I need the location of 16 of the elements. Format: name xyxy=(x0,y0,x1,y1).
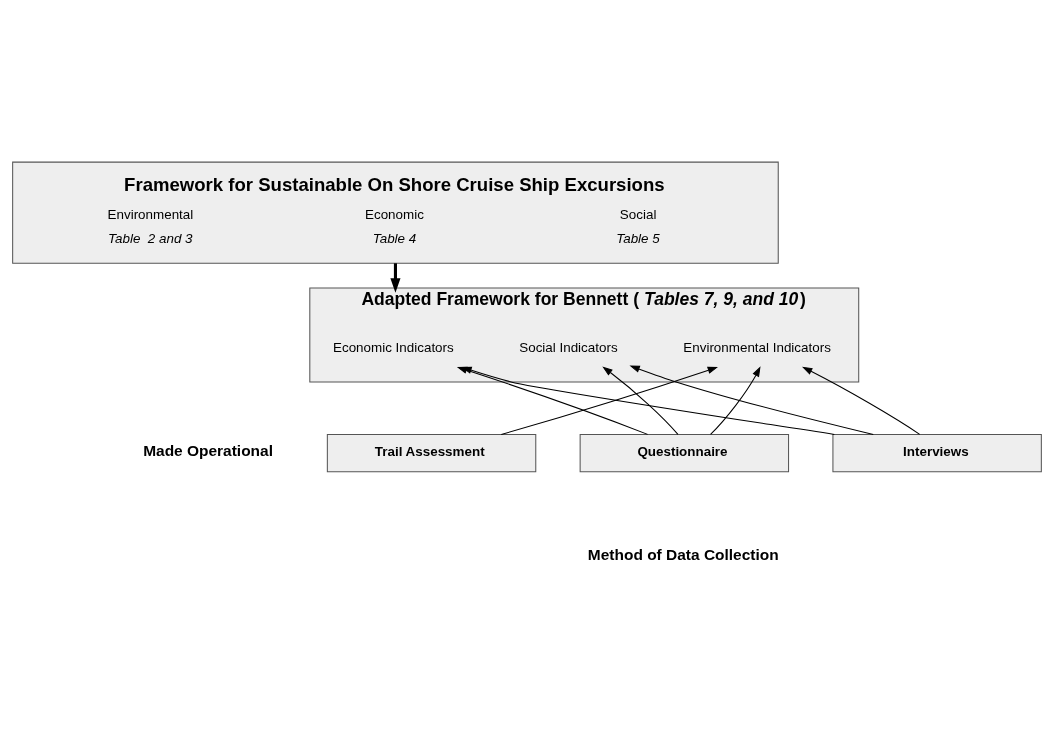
node-box: Questionnaire xyxy=(579,434,790,473)
arrow xyxy=(629,365,874,435)
node-text: Environmental Indicators xyxy=(683,340,831,356)
arrow xyxy=(710,366,761,435)
node-box: Trail Assessment xyxy=(326,434,537,473)
label: Method of Data Collection xyxy=(587,545,779,563)
label: Made Operational xyxy=(143,441,273,459)
arrow xyxy=(461,366,835,435)
arrow xyxy=(602,366,679,435)
node-box: Framework for Sustainable On Shore Cruise Ship Excursions Environmental Economic Social Table 2 and 3 Table 4 Table 5 xyxy=(12,161,779,264)
arrow xyxy=(500,366,718,435)
arrow xyxy=(802,366,921,435)
node-text: Social Indicators xyxy=(519,340,618,356)
node-box: Interviews xyxy=(832,434,1042,473)
arrow xyxy=(390,263,401,293)
node-text: Economic Indicators xyxy=(333,340,454,356)
